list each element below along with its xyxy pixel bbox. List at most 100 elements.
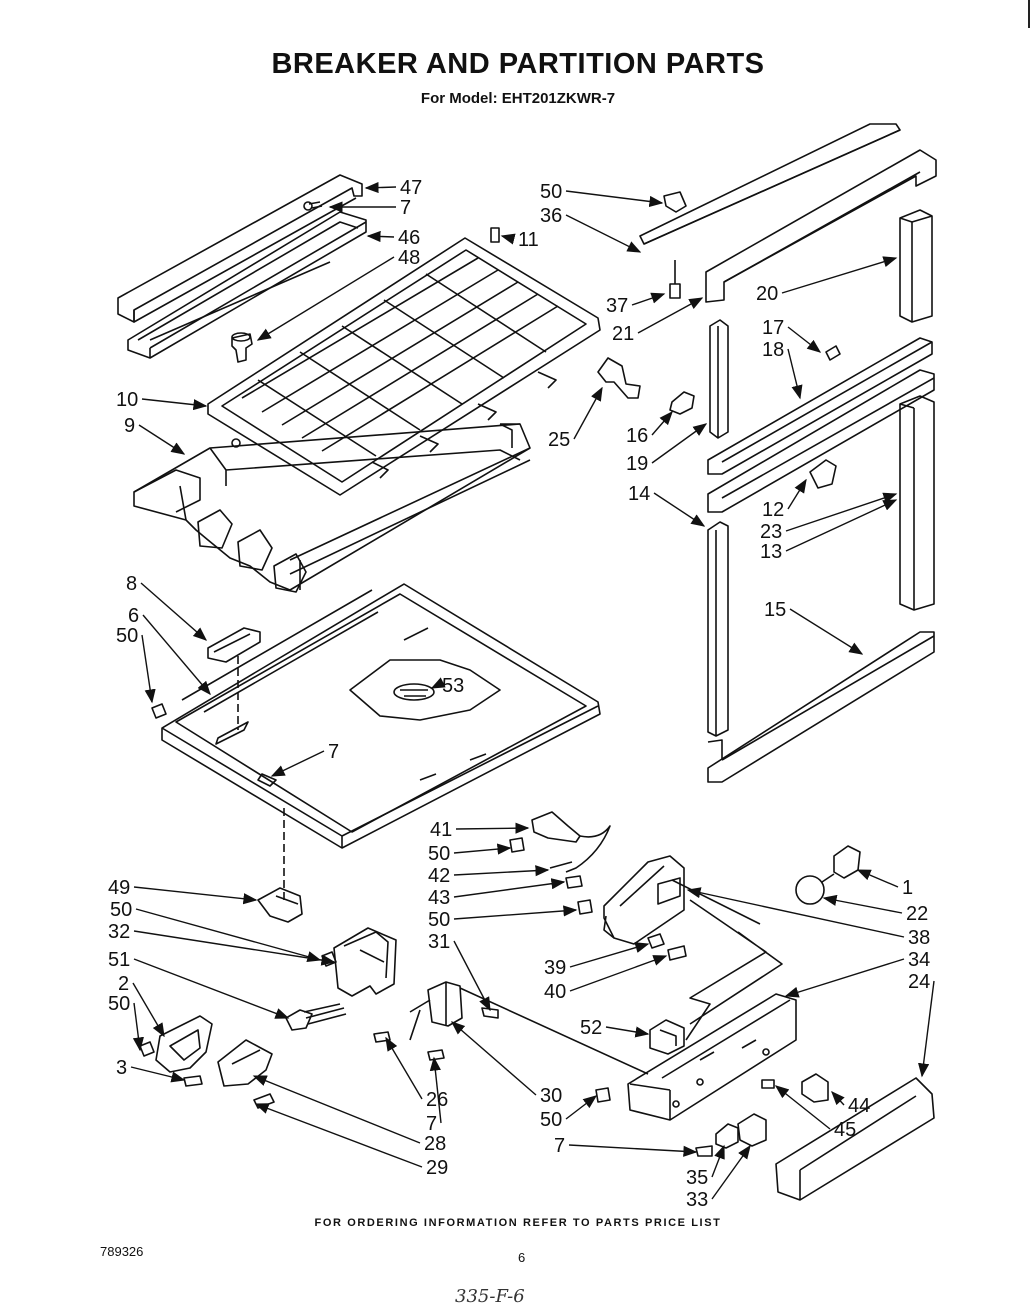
callout-label-51: 51 bbox=[108, 949, 130, 971]
callout-label-34: 34 bbox=[908, 949, 930, 971]
callout-label-13: 13 bbox=[760, 541, 782, 563]
wire-harness-part-51 bbox=[285, 1003, 347, 1031]
callout-leader-19 bbox=[651, 423, 708, 464]
callout-label-7: 7 bbox=[554, 1135, 565, 1157]
callout-leader-45 bbox=[774, 1085, 831, 1130]
callout-leader-35 bbox=[711, 1144, 725, 1178]
switch-part-30 bbox=[409, 981, 463, 1041]
callout-leader-32 bbox=[133, 930, 336, 966]
clip-part-50-lower bbox=[139, 1041, 155, 1057]
callout-label-15: 15 bbox=[764, 599, 786, 621]
callout-leader-41 bbox=[455, 822, 530, 834]
callout-label-23: 23 bbox=[760, 521, 782, 543]
clip-part-50-left bbox=[151, 703, 167, 719]
callout-label-53: 53 bbox=[442, 675, 464, 697]
callout-leader-52 bbox=[605, 1026, 650, 1038]
light-housing-part-38 bbox=[603, 855, 685, 945]
callout-label-45: 45 bbox=[834, 1119, 856, 1141]
callout-label-32: 32 bbox=[108, 921, 130, 943]
callout-label-25: 25 bbox=[548, 429, 570, 451]
clip-part-50-top bbox=[663, 191, 687, 213]
callout-leader-13 bbox=[785, 499, 898, 552]
screw-part-17 bbox=[825, 345, 841, 361]
callout-leader-49 bbox=[133, 886, 258, 905]
callout-leader-25 bbox=[573, 386, 603, 440]
clip-part-50-panel bbox=[595, 1087, 611, 1103]
screw-part-37 bbox=[669, 260, 681, 299]
trim-strip-part-19 bbox=[709, 319, 729, 439]
partition-panel-part-6 bbox=[161, 583, 601, 849]
callout-label-24: 24 bbox=[908, 971, 930, 993]
screw-part-11 bbox=[490, 227, 500, 243]
callout-leader-30 bbox=[450, 1021, 537, 1096]
screw-part-45 bbox=[761, 1079, 775, 1089]
callout-label-7: 7 bbox=[328, 741, 339, 763]
callout-label-41: 41 bbox=[430, 819, 452, 841]
callout-label-50: 50 bbox=[110, 899, 132, 921]
document-number: 789326 bbox=[100, 1244, 144, 1259]
clip-part-12 bbox=[809, 459, 837, 489]
callout-leader-46 bbox=[366, 230, 395, 243]
knob-part-53 bbox=[393, 683, 435, 701]
callout-label-49: 49 bbox=[108, 877, 130, 899]
page-edge-mark bbox=[1028, 0, 1030, 28]
callout-leader-48 bbox=[256, 256, 395, 341]
callout-label-22: 22 bbox=[906, 903, 928, 925]
callout-label-1: 1 bbox=[902, 877, 913, 899]
screw-part-29 bbox=[253, 1093, 275, 1109]
callout-leader-28 bbox=[252, 1075, 421, 1144]
light-socket-part-41 bbox=[531, 811, 611, 873]
callout-leader-15 bbox=[789, 608, 864, 655]
screw-part-7-lower bbox=[427, 1049, 445, 1061]
callout-label-33: 33 bbox=[686, 1189, 708, 1211]
callout-leader-3 bbox=[130, 1066, 186, 1083]
breaker-base-part-9 bbox=[133, 423, 531, 593]
model-subtitle: For Model: EHT201ZKWR-7 bbox=[420, 90, 616, 107]
breaker-strip-part-47 bbox=[117, 174, 363, 323]
bracket-part-25 bbox=[597, 357, 641, 399]
screw-part-43 bbox=[565, 875, 583, 889]
callout-label-35: 35 bbox=[686, 1167, 708, 1189]
insulation-block-part-20 bbox=[899, 209, 933, 323]
light-shield-part-1 bbox=[833, 845, 861, 879]
callout-leader-9 bbox=[138, 424, 186, 455]
knob-part-33 bbox=[737, 1113, 767, 1147]
callout-label-44: 44 bbox=[848, 1095, 870, 1117]
callout-label-48: 48 bbox=[398, 247, 420, 269]
callout-leader-11 bbox=[500, 233, 516, 245]
callout-leader-50 bbox=[565, 190, 664, 207]
callout-label-40: 40 bbox=[544, 981, 566, 1003]
callout-leader-21 bbox=[637, 297, 704, 334]
insulation-block-part-13 bbox=[899, 395, 935, 611]
callout-leader-37 bbox=[631, 292, 666, 306]
callout-label-21: 21 bbox=[612, 323, 634, 345]
callout-leader-50 bbox=[453, 905, 578, 920]
clip-part-50-socket bbox=[509, 837, 525, 853]
callout-label-17: 17 bbox=[762, 317, 784, 339]
callout-leader-26 bbox=[385, 1036, 423, 1100]
callout-label-42: 42 bbox=[428, 865, 450, 887]
callout-leader-50 bbox=[132, 1002, 144, 1052]
callout-label-39: 39 bbox=[544, 957, 566, 979]
callout-label-12: 12 bbox=[762, 499, 784, 521]
callout-label-50: 50 bbox=[428, 909, 450, 931]
handwritten-note: 335-F-6 bbox=[455, 1286, 525, 1307]
callout-label-16: 16 bbox=[626, 425, 648, 447]
callout-leader-33 bbox=[711, 1144, 751, 1200]
callout-leader-23 bbox=[785, 492, 898, 532]
callout-label-50: 50 bbox=[540, 181, 562, 203]
callout-leader-36 bbox=[565, 214, 642, 253]
callout-leader-7 bbox=[270, 750, 325, 777]
callout-label-52: 52 bbox=[580, 1017, 602, 1039]
callout-label-11: 11 bbox=[518, 229, 539, 251]
housing-part-2 bbox=[155, 1015, 213, 1073]
callout-label-3: 3 bbox=[116, 1057, 127, 1079]
knob-part-35 bbox=[715, 1123, 739, 1149]
callout-leader-50 bbox=[453, 843, 512, 855]
callout-label-30: 30 bbox=[540, 1085, 562, 1107]
screw-part-40 bbox=[667, 945, 687, 961]
callout-leader-53 bbox=[430, 677, 446, 689]
callout-label-14: 14 bbox=[628, 483, 650, 505]
callout-leader-7 bbox=[429, 1056, 442, 1124]
